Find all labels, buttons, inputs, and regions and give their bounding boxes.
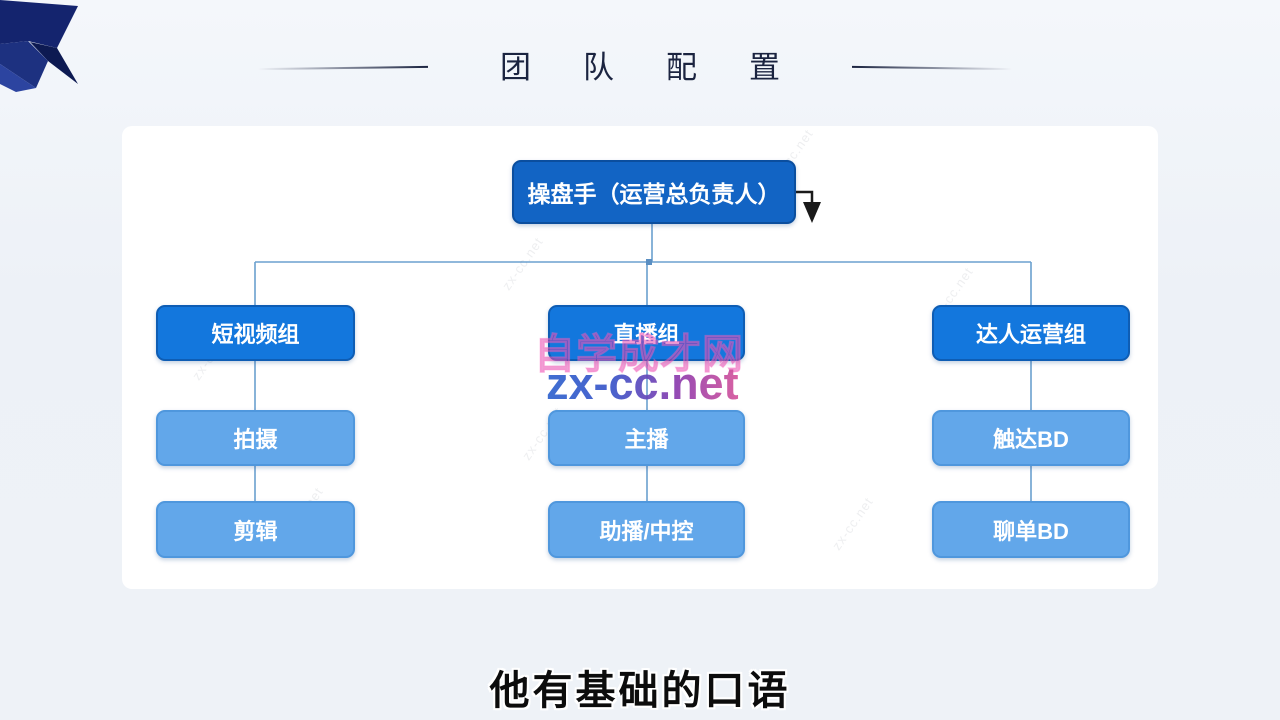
org-child-box: 主播 (548, 410, 745, 466)
org-child-label: 主播 (624, 427, 669, 452)
org-child-box: 聊单BD (932, 501, 1130, 558)
org-group-label: 直播组 (613, 322, 680, 347)
org-child-label: 触达BD (993, 427, 1069, 452)
slide-header: 团队配置 (0, 42, 1280, 87)
org-child-box: 拍摄 (156, 410, 355, 466)
org-root-box: 操盘手（运营总负责人） (512, 160, 796, 224)
org-child-box: 助播/中控 (548, 501, 745, 558)
subtitle-caption: 他有基础的口语 (489, 667, 791, 714)
org-chart-panel: zx-cc.net zx-cc.net zx-cc.net zx-cc.net … (122, 126, 1158, 589)
org-group-label: 短视频组 (211, 322, 300, 347)
org-group-box-influencer-ops: 达人运营组 (932, 305, 1130, 361)
org-chart-connectors (254, 224, 1032, 501)
org-group-label: 达人运营组 (975, 322, 1086, 347)
org-group-box-livestream: 直播组 (548, 305, 745, 361)
org-child-box: 剪辑 (156, 501, 355, 558)
org-child-box: 触达BD (932, 410, 1130, 466)
ribbon-decoration (0, 0, 78, 92)
org-child-label: 助播/中控 (599, 518, 694, 544)
page-title: 团队配置 (500, 50, 832, 86)
org-child-label: 拍摄 (233, 427, 278, 452)
org-root-label: 操盘手（运营总负责人） (527, 181, 781, 207)
org-group-box-short-video: 短视频组 (156, 305, 355, 361)
org-child-label: 聊单BD (993, 518, 1069, 544)
org-child-label: 剪辑 (233, 518, 278, 544)
down-arrow-icon (796, 190, 821, 223)
